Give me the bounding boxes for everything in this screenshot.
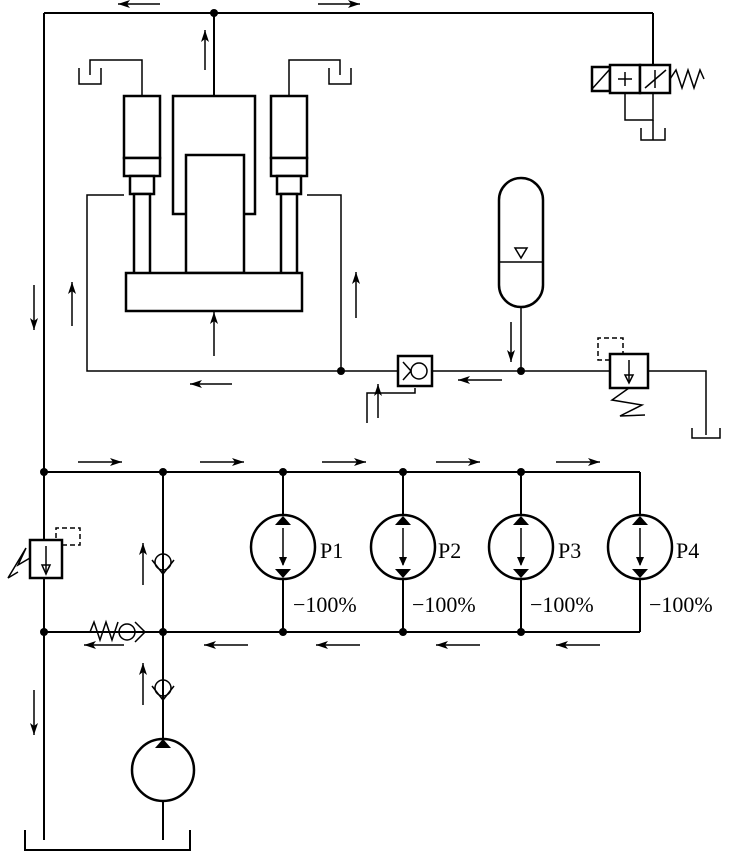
pump-label-p1: P1 [320, 538, 343, 563]
main-lines [43, 12, 654, 840]
cylinder-drain-lines [78, 59, 352, 96]
relief-valve-right [597, 337, 650, 417]
pump-label-p4: P4 [676, 538, 699, 563]
pump-label-p3: P3 [558, 538, 581, 563]
solenoid-valve [590, 63, 705, 141]
pump-p2 [369, 472, 437, 632]
pump-displacement-p3: −100% [530, 592, 594, 617]
press-assembly [122, 94, 309, 313]
pump-p3 [487, 472, 555, 632]
relief-valve-left [7, 527, 81, 580]
pump-displacement-p2: −100% [412, 592, 476, 617]
main-tank [24, 830, 191, 851]
flow-arrows [30, 0, 600, 735]
spring-check-valve [89, 619, 147, 643]
accumulator [497, 176, 545, 309]
pump-motors [249, 472, 674, 632]
charge-pump [130, 737, 196, 803]
pilot-check-valve [396, 354, 434, 388]
pump-displacement-p1: −100% [293, 592, 357, 617]
check-valve-lower [151, 679, 175, 702]
pump-p1 [249, 472, 317, 632]
pump-p4 [606, 472, 674, 632]
pump-label-p2: P2 [438, 538, 461, 563]
check-valve-upper [151, 553, 175, 576]
pump-labels: P1 P2 P3 P4 −100% −100% −100% −100% [293, 538, 713, 617]
cylinder-supply-lines [86, 194, 721, 439]
pump-displacement-p4: −100% [649, 592, 713, 617]
